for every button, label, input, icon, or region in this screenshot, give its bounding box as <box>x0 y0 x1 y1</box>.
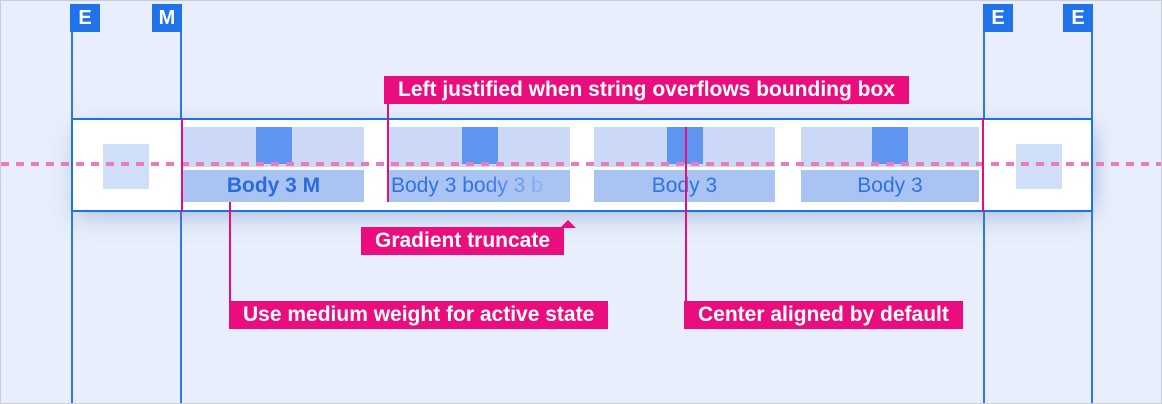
tab-icon-placeholder <box>461 127 498 164</box>
annotation-text: Gradient truncate <box>375 229 551 252</box>
connector-medium-weight <box>229 202 231 301</box>
grid-badge-m: M <box>152 4 182 32</box>
tab-label: Body 3 <box>594 170 775 202</box>
tab-label: Body 3 M <box>183 170 364 202</box>
connector-left-justified <box>387 104 389 202</box>
grid-badge-e-inner-right: E <box>983 4 1013 32</box>
tab-bounding-box <box>594 127 775 167</box>
tab-icon-placeholder <box>666 127 703 164</box>
grid-line-edge-right <box>1091 32 1093 403</box>
tab-label: Body 3 <box>801 170 979 202</box>
tab-icon-placeholder <box>255 127 292 164</box>
annotation-center-aligned: Center aligned by default <box>684 301 963 329</box>
grid-badge-e-left: E <box>70 4 100 32</box>
leading-icon-placeholder <box>103 144 149 189</box>
tab-bounding-box <box>183 127 364 167</box>
gradient-truncate-fade <box>480 170 570 202</box>
annotation-gradient-truncate: Gradient truncate <box>361 220 576 255</box>
tab-label: Body 3 body 3 b <box>389 170 570 202</box>
tab-bounding-box <box>801 127 979 167</box>
grid-line-edge-left <box>71 32 73 403</box>
dashed-baseline <box>1 162 1161 166</box>
tab-icon-placeholder <box>872 127 908 164</box>
tab-active-body3m[interactable]: Body 3 M <box>183 127 364 202</box>
annotation-left-justified: Left justified when string overflows bou… <box>384 76 909 104</box>
tab-body3-center[interactable]: Body 3 <box>594 127 775 202</box>
tab-truncated-body3[interactable]: Body 3 body 3 b <box>389 127 570 202</box>
annotation-medium-weight: Use medium weight for active state <box>229 301 609 329</box>
trailing-icon-placeholder <box>1016 144 1062 189</box>
connector-center-aligned <box>685 127 687 301</box>
marker-line-bar-right-edge <box>982 118 984 212</box>
marker-line-tab1-left-edge <box>181 118 183 212</box>
caret-up-icon <box>560 220 576 228</box>
grid-badge-e-outer-right: E <box>1063 4 1093 32</box>
grid-line-margin-left <box>180 32 182 403</box>
tab-bounding-box <box>389 127 570 167</box>
grid-line-margin-right <box>983 32 985 403</box>
tab-body3-second[interactable]: Body 3 <box>801 127 979 202</box>
